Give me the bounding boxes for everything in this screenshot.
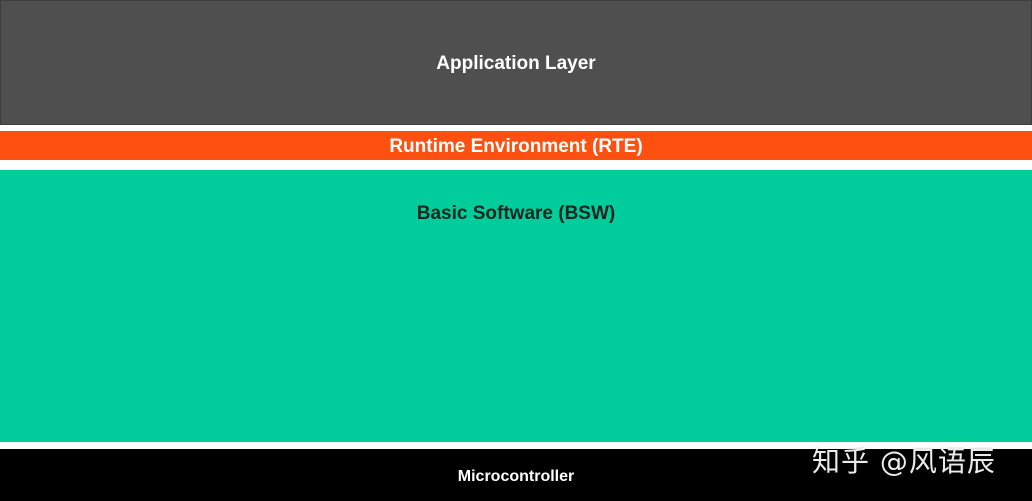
- microcontroller-layer-block: Microcontroller: [0, 449, 1032, 501]
- rte-layer-label: Runtime Environment (RTE): [389, 136, 643, 157]
- microcontroller-layer-label: Microcontroller: [457, 468, 575, 485]
- application-layer-label: Application Layer: [436, 53, 596, 74]
- application-layer-block: Application Layer: [0, 0, 1032, 125]
- watermark-text: 知乎 @风语辰: [812, 445, 996, 478]
- bsw-layer-block: Basic Software (BSW): [0, 170, 1032, 442]
- rte-layer-block: Runtime Environment (RTE): [0, 131, 1032, 160]
- bsw-layer-label: Basic Software (BSW): [416, 203, 616, 224]
